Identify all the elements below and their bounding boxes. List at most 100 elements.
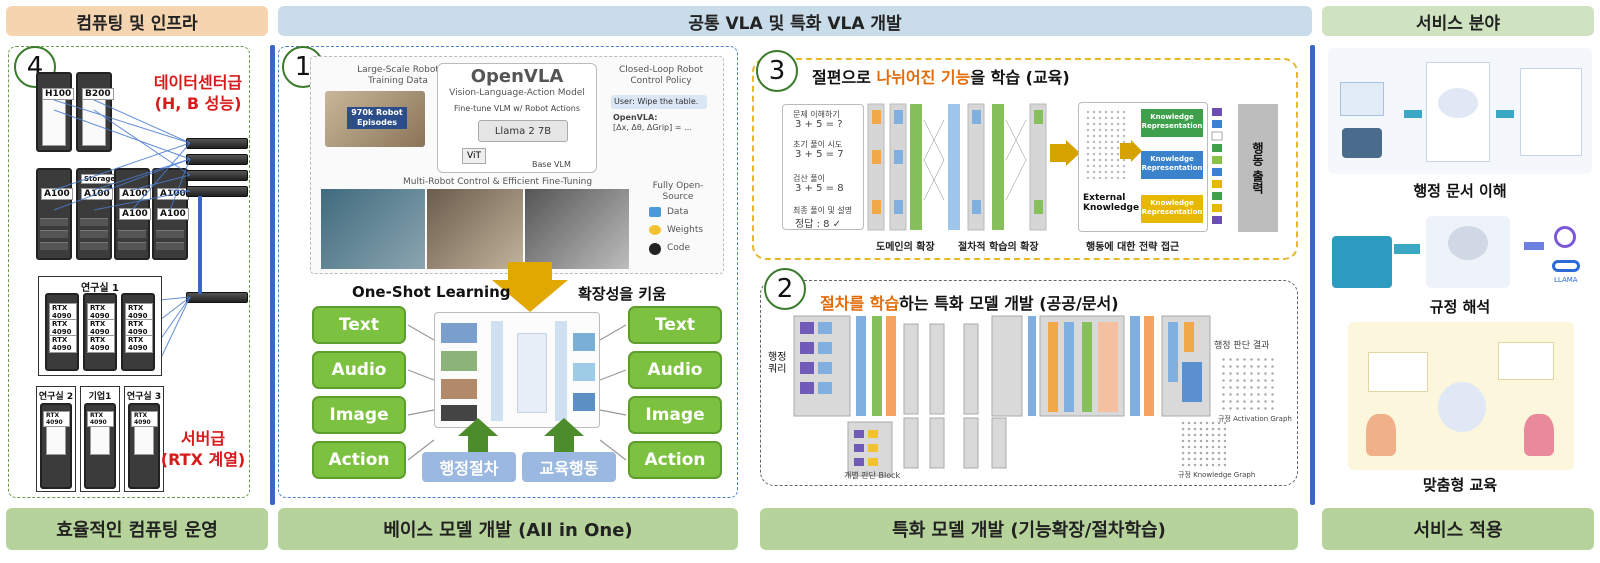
separator-left <box>270 45 275 505</box>
knowledge-rep-3: Knowledge Representation <box>1141 195 1203 223</box>
server-label: 서버급 (RTX 계열) <box>156 428 250 470</box>
regulation-illustration: LLAMA <box>1328 206 1592 292</box>
data-icon <box>649 207 661 217</box>
training-data-label: Large-Scale Robot Training Data <box>357 65 439 86</box>
input-action: Action <box>312 441 406 479</box>
multi-robot-label: Multi-Robot Control & Efficient Fine-Tun… <box>403 177 593 187</box>
footer-special-model: 특화 모델 개발 (기능확장/절차학습) <box>760 508 1298 550</box>
robot-photo-2 <box>427 189 523 269</box>
user-prompt: User: Wipe the table. <box>611 95 707 109</box>
number-3: 3 <box>756 50 798 92</box>
rack-a100-1: A100 <box>36 168 73 260</box>
multimodal-figure <box>434 312 600 428</box>
openvla-figure: Large-Scale Robot Training Data 970k Rob… <box>310 56 724 274</box>
custom-edu-label: 맞춤형 교육 <box>1422 476 1498 494</box>
network-switch-2 <box>186 154 248 165</box>
llama-logo-label: LLAMA <box>1554 276 1578 284</box>
regulation-label: 규정 해석 <box>1429 298 1491 316</box>
datacenter-label: 데이터센터급 (H, B 성능) <box>138 72 258 114</box>
network-switch-1 <box>186 138 248 149</box>
math-steps-panel: 문제 이해하기 3 + 5 = ? 초기 풀이 시도 3 + 5 = 7 검산 … <box>782 104 864 230</box>
github-icon <box>649 243 661 255</box>
separator-right <box>1310 45 1315 505</box>
lab1-box: 연구실 1 RTX 4090 RTX 4090 RTX 4090 RTX 409… <box>38 276 162 376</box>
right-arrow-2-icon <box>1120 140 1142 162</box>
scalability-label: 확장성을 키움 <box>578 285 667 303</box>
footer-base-model: 베이스 모델 개발 (All in One) <box>278 508 738 550</box>
openvla-subtitle: Vision-Language-Action Model <box>449 88 585 98</box>
rack-a100-2: A100 Storage <box>76 168 119 260</box>
openvla-output-label: OpenVLA: <box>613 113 658 122</box>
robot-icon <box>1448 226 1488 260</box>
admin-result-label: 행정 판단 결과 <box>1214 341 1270 351</box>
lab1-title: 연구실 1 <box>80 283 120 294</box>
network-cables <box>53 99 191 361</box>
action-vector: [Δx, Δθ, ΔGrip] = … <box>613 123 693 132</box>
procedure-extension-caption: 절차적 학습의 확장 <box>958 242 1039 253</box>
vit-box: ViT <box>462 148 486 164</box>
h100-tag: H100 <box>42 88 75 100</box>
output-action: Action <box>628 441 722 479</box>
rack-a100-3: A100 A100 <box>114 168 151 260</box>
student-icon-2 <box>1524 414 1554 456</box>
banner-computing: 컴퓨팅 및 인프라 <box>6 6 268 36</box>
banner-vla: 공통 VLA 및 특화 VLA 개발 <box>278 6 1312 36</box>
base-vlm-label: Base VLM <box>532 160 571 169</box>
llama-box: Llama 2 7B <box>478 120 568 142</box>
footer-service: 서비스 적용 <box>1322 508 1594 550</box>
knowledge-panel: External Knowledge Knowledge Representat… <box>1078 102 1208 232</box>
server-line2: (RTX 계열) <box>160 450 246 469</box>
openvla-title: OpenVLA <box>470 66 564 87</box>
section2-box <box>760 280 1298 486</box>
domain-extension-caption: 도메인의 확장 <box>876 242 935 253</box>
lab2-box: 연구실 2 RTX 4090 <box>36 386 76 492</box>
datacenter-line2: (H, B 성능) <box>154 94 242 113</box>
knowledge-rep-1: Knowledge Representation <box>1141 109 1203 137</box>
one-shot-label: One-Shot Learning <box>352 283 511 301</box>
fully-open-label: Fully Open-Source <box>652 181 704 202</box>
cognitive-network <box>867 103 1047 231</box>
arrow-icon <box>1404 110 1422 118</box>
student-icon <box>1366 414 1396 456</box>
admin-doc-illustration <box>1328 48 1592 174</box>
left-arrow-icon <box>1394 244 1420 254</box>
openai-icon <box>1554 226 1576 248</box>
up-arrow-admin-icon <box>458 418 498 454</box>
rack-b200: B200 <box>76 72 114 152</box>
weights-icon <box>649 225 661 235</box>
knowledge-graph-image <box>1085 109 1125 179</box>
infra-box <box>8 46 250 498</box>
openvla-model-box: OpenVLA Vision-Language-Action Model Fin… <box>437 63 597 173</box>
datacenter-line1: 데이터센터급 <box>153 73 243 92</box>
double-arrow-icon <box>1524 242 1544 250</box>
knowledge-graph-2-image <box>1180 420 1226 470</box>
input-text: Text <box>312 306 406 344</box>
robot-photo-3 <box>525 189 629 269</box>
admin-doc-label: 행정 문서 이해 <box>1413 182 1507 200</box>
b200-tag: B200 <box>82 88 114 100</box>
action-output-label: 행동 출력 <box>1250 141 1265 195</box>
output-image: Image <box>628 396 722 434</box>
admin-procedure-pill: 행정절차 <box>422 452 516 482</box>
section3-box <box>752 58 1298 260</box>
robot-photo-1 <box>321 189 425 269</box>
input-audio: Audio <box>312 351 406 389</box>
knowledge-graph-label: 규정 Knowledge Graph <box>1178 471 1256 479</box>
procedure-network <box>793 315 1211 477</box>
section3-title: 절편으로 나뉘어진 기능을 학습 (교육) <box>812 68 1070 87</box>
external-knowledge-label: External Knowledge <box>1083 193 1140 213</box>
output-tokens <box>1211 108 1223 224</box>
modality-arrows <box>407 324 627 461</box>
edu-behavior-pill: 교육행동 <box>522 452 616 482</box>
server-line1: 서버급 <box>180 429 226 448</box>
lab3-box: 연구실 3 RTX 4090 <box>124 386 164 492</box>
section2-title: 절차를 학습하는 특화 모델 개발 (공공/문서) <box>820 294 1119 313</box>
robot-teacher-icon <box>1438 382 1486 432</box>
arrow-icon-2 <box>1496 110 1514 118</box>
action-output-block: 행동 출력 <box>1238 104 1278 232</box>
right-arrow-1-icon <box>1050 140 1080 166</box>
banner-service: 서비스 분야 <box>1322 6 1594 36</box>
strategy-caption: 행동에 대한 전략 접근 <box>1086 242 1180 253</box>
number-2: 2 <box>764 268 806 310</box>
